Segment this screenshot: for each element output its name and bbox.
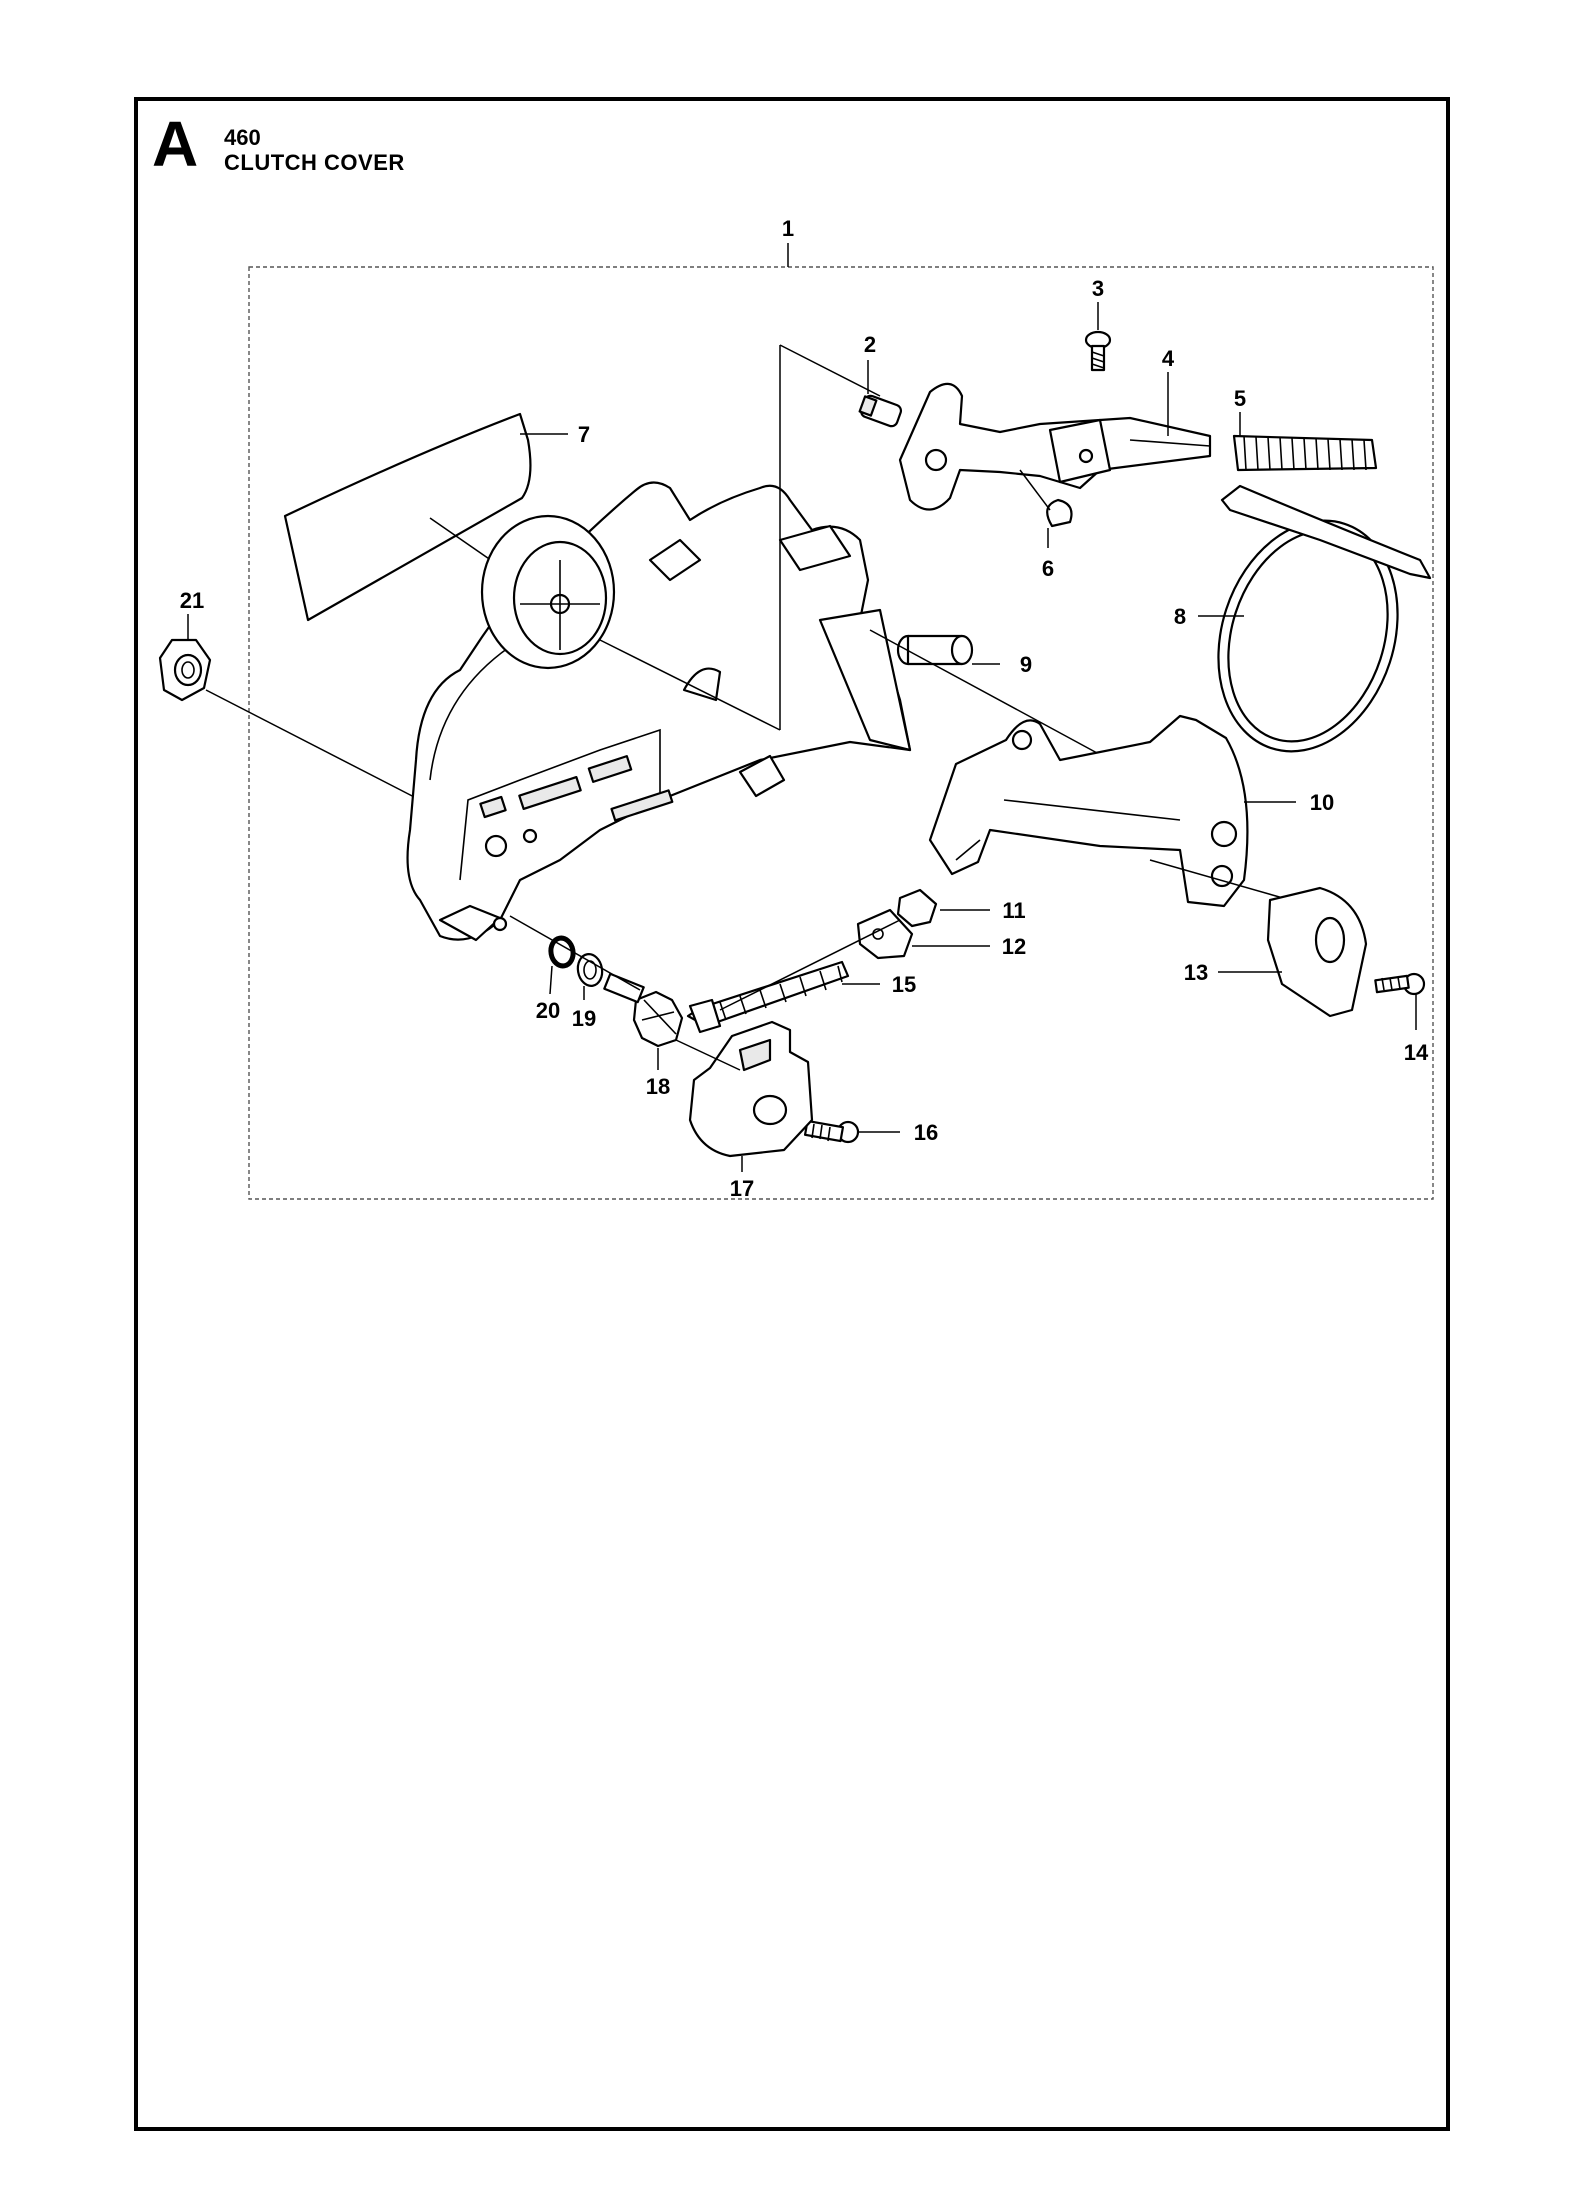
callout-7: 7 (578, 422, 590, 447)
callout-11: 11 (1002, 898, 1025, 923)
part-11-nut[interactable] (896, 888, 938, 928)
callout-14: 14 (1404, 1040, 1429, 1065)
part-21-nut[interactable] (158, 638, 212, 702)
callout-9: 9 (1020, 652, 1032, 677)
callout-18: 18 (646, 1074, 670, 1099)
part-5-spring[interactable] (1232, 434, 1378, 472)
part-3-screw[interactable] (1084, 330, 1112, 372)
leader-6b (1019, 469, 1051, 511)
callout-10: 10 (1310, 790, 1334, 815)
callout-2: 2 (864, 332, 876, 357)
alignment-line-bottom (599, 639, 781, 731)
part-9-bushing[interactable] (896, 634, 974, 666)
part-19-washer[interactable] (575, 952, 604, 988)
page-title: CLUTCH COVER (224, 150, 405, 175)
leader-20b (509, 915, 641, 991)
part-8-brake-band[interactable] (1190, 484, 1432, 775)
clutch-cover-body[interactable] (406, 481, 912, 942)
callout-16: 16 (914, 1120, 938, 1145)
callout-19: 19 (572, 1006, 596, 1031)
leader-18b (675, 1039, 741, 1071)
callout-21: 21 (180, 588, 204, 613)
callout-5: 5 (1234, 386, 1246, 411)
leader-20 (549, 965, 553, 995)
callout-1: 1 (782, 216, 794, 241)
callout-13: 13 (1184, 960, 1208, 985)
section-letter: A (152, 108, 199, 180)
part-12-adjuster-nut[interactable] (856, 908, 914, 960)
leader-15b (719, 919, 901, 1011)
leader-21b (205, 689, 421, 801)
leader-10b (1149, 859, 1291, 901)
part-7-decal[interactable] (283, 412, 532, 622)
part-4-brake-lever[interactable] (898, 382, 1212, 511)
part-10-chain-guard[interactable] (928, 714, 1249, 908)
part-15-adjusting-screw[interactable] (686, 960, 850, 1034)
callout-3: 3 (1092, 276, 1104, 301)
callout-17: 17 (730, 1176, 754, 1201)
callout-8: 8 (1174, 604, 1186, 629)
callout-6: 6 (1042, 556, 1054, 581)
part-17-cover-plate[interactable] (688, 1020, 814, 1158)
part-14-screw[interactable] (1374, 972, 1426, 996)
part-6-clip[interactable] (1046, 498, 1073, 528)
callout-20: 20 (536, 998, 560, 1023)
part-13-bumper-spike[interactable] (1266, 886, 1368, 1018)
page-frame (134, 97, 1450, 2131)
callout-4: 4 (1162, 346, 1175, 371)
model-number: 460 (224, 125, 261, 150)
part-2-pin[interactable] (858, 394, 903, 428)
alignment-line-top (779, 344, 881, 397)
callout-12: 12 (1002, 934, 1026, 959)
leader-9b (869, 629, 1111, 761)
part-18-gear[interactable] (603, 972, 684, 1048)
assembly-box (248, 266, 1434, 1200)
callout-15: 15 (892, 972, 916, 997)
part-20-o-ring[interactable] (548, 935, 576, 969)
part-16-screw[interactable] (803, 1119, 860, 1144)
clutch-drum-boss[interactable] (480, 514, 616, 670)
